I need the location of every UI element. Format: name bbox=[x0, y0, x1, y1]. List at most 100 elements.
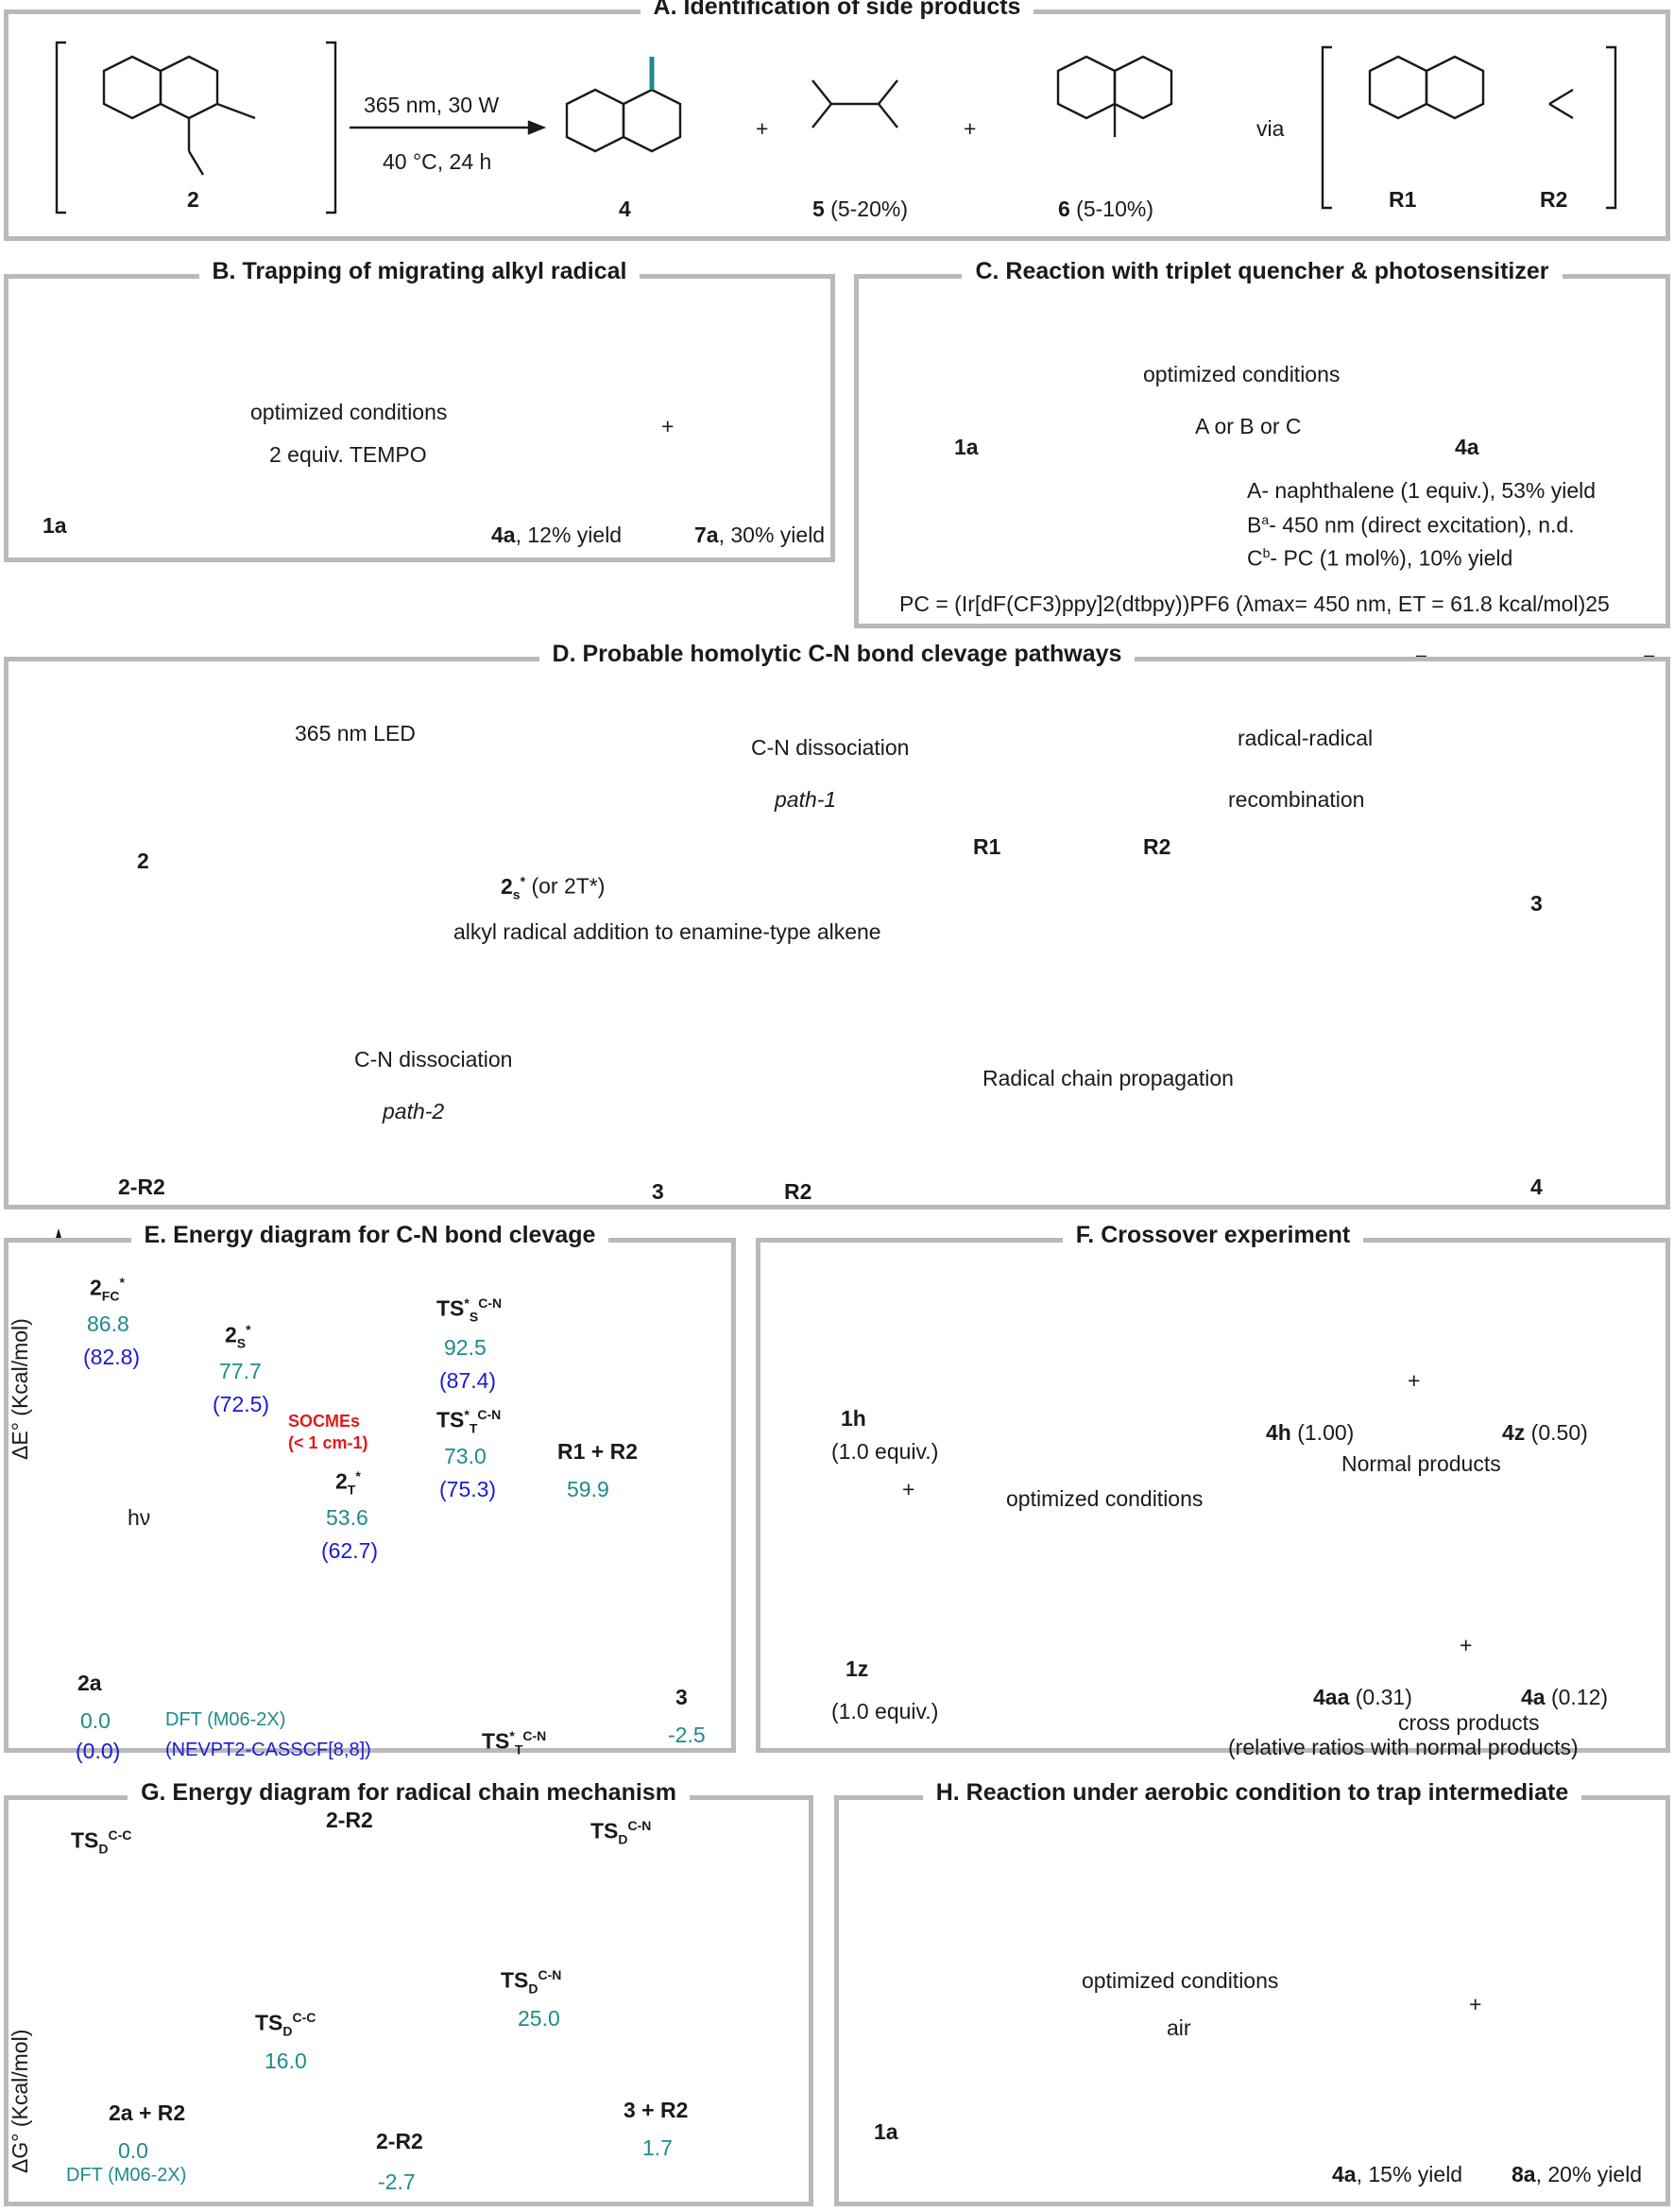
d-label-3b: 3 bbox=[652, 1179, 664, 1204]
g-lv3-label: TSDC-N bbox=[501, 1967, 562, 1997]
d-label-3: 3 bbox=[1530, 891, 1543, 916]
c-label-4a: 4a bbox=[1455, 435, 1479, 459]
c-cond1: optimized conditions bbox=[1143, 362, 1341, 386]
g-ts-cn-struct: TSDC-N bbox=[590, 1818, 652, 1847]
panel-h: H. Reaction under aerobic condition to t… bbox=[834, 1779, 1670, 2206]
panel-d: D. Probable homolytic C-N bond clevage p… bbox=[4, 641, 1670, 1209]
c-line-a: A- naphthalene (1 equiv.), 53% yield bbox=[1247, 478, 1597, 503]
e-lv7-label: 3 bbox=[675, 1685, 688, 1709]
a-plus-1: + bbox=[756, 116, 769, 141]
f-label-1z: 1z bbox=[846, 1656, 869, 1681]
e-lv2-nev: (87.4) bbox=[439, 1368, 497, 1393]
e-lv0-label: 2FC* bbox=[90, 1275, 125, 1304]
e-hv: hν bbox=[128, 1505, 151, 1530]
e-lv1-label: 2S* bbox=[225, 1322, 251, 1351]
f-plus2: + bbox=[1408, 1368, 1421, 1393]
f-eq1: (1.0 equiv.) bbox=[831, 1439, 939, 1464]
f-plus3: + bbox=[1460, 1633, 1473, 1657]
c-line-c: Cb- PC (1 mol%), 10% yield bbox=[1247, 545, 1513, 571]
d-label-r1: R1 bbox=[973, 834, 1001, 859]
panel-a: A. Identification of side products bbox=[4, 0, 1670, 241]
d-cn1: C-N dissociation bbox=[751, 735, 910, 760]
panel-b-title: B. Trapping of migrating alkyl radical bbox=[198, 258, 641, 284]
panel-c: C. Reaction with triplet quencher & phot… bbox=[854, 258, 1670, 628]
b-plus: + bbox=[661, 414, 675, 438]
e-lv5-label: R1 + R2 bbox=[557, 1439, 639, 1464]
e-lv5-dft: 59.9 bbox=[567, 1477, 609, 1501]
d-rr1: radical-radical bbox=[1238, 726, 1374, 750]
a-label-5: 5 (5-20%) bbox=[812, 197, 908, 221]
f-cross1: cross products bbox=[1398, 1710, 1540, 1735]
e-lv7-dft: -2.5 bbox=[668, 1723, 706, 1747]
d-rr2: recombination bbox=[1228, 787, 1365, 812]
e-lv2-label: TS*SC-N bbox=[436, 1295, 503, 1325]
e-lv2-dft: 92.5 bbox=[444, 1335, 487, 1360]
f-normal: Normal products bbox=[1341, 1451, 1501, 1476]
panel-c-title: C. Reaction with triplet quencher & phot… bbox=[962, 258, 1563, 284]
h-product-4a: 4a, 15% yield bbox=[1332, 2162, 1463, 2186]
panel-e: E. Energy diagram for C-N bond clevage bbox=[4, 1222, 736, 1753]
f-4a: 4a (0.12) bbox=[1521, 1685, 1609, 1709]
g-yaxis: ΔG° (Kcal/mol) bbox=[8, 2029, 32, 2173]
d-label-2r2: 2-R2 bbox=[118, 1175, 165, 1199]
f-label-1h: 1h bbox=[841, 1406, 866, 1431]
d-cn2: C-N dissociation bbox=[354, 1047, 513, 1072]
e-socme2: (< 1 cm-1) bbox=[288, 1433, 368, 1452]
g-lv0-val: 0.0 bbox=[118, 2138, 148, 2163]
c-label-1a: 1a bbox=[954, 435, 979, 459]
e-lv3-nev: (75.3) bbox=[439, 1477, 497, 1501]
a-label-r1: R1 bbox=[1389, 187, 1417, 212]
h-cond1: optimized conditions bbox=[1082, 1968, 1279, 1993]
g-lv0-label: 2a + R2 bbox=[109, 2101, 186, 2125]
e-lv0-dft: 86.8 bbox=[87, 1312, 129, 1336]
panel-f-title: F. Crossover experiment bbox=[1062, 1222, 1364, 1248]
g-2r2-struct: 2-R2 bbox=[326, 1808, 373, 1832]
b-product-4a: 4a, 12% yield bbox=[491, 523, 623, 547]
e-lv6-nev: (0.0) bbox=[76, 1739, 121, 1763]
g-lv4-val: 1.7 bbox=[642, 2135, 673, 2160]
b-cond1: optimized conditions bbox=[250, 400, 448, 424]
e-nev-label: (NEVPT2-CASSCF[8,8]) bbox=[165, 1740, 371, 1760]
b-label-1a: 1a bbox=[43, 513, 67, 538]
g-lv1-label: TSDC-C bbox=[255, 2010, 316, 2039]
a-via: via bbox=[1256, 116, 1285, 141]
g-dft: DFT (M06-2X) bbox=[66, 2165, 187, 2186]
a-label-2: 2 bbox=[187, 187, 199, 212]
c-pc: PC = (Ir[dF(CF3)ppy]2(dtbpy))PF6 (λmax= … bbox=[899, 592, 1610, 616]
b-product-7a: 7a, 30% yield bbox=[694, 523, 826, 547]
d-label-2: 2 bbox=[137, 849, 149, 873]
d-label-2s: 2s* (or 2T*) bbox=[501, 873, 606, 902]
c-cond2: A or B or C bbox=[1195, 414, 1302, 438]
e-lv4-dft: 53.6 bbox=[326, 1505, 368, 1530]
panel-f: F. Crossover experiment bbox=[756, 1222, 1670, 1753]
f-plus: + bbox=[902, 1477, 915, 1501]
ring-2a bbox=[102, 55, 162, 120]
g-lv2-val: -2.7 bbox=[378, 2169, 416, 2194]
a-label-r2: R2 bbox=[1540, 187, 1568, 212]
h-plus: + bbox=[1469, 1992, 1482, 2016]
a-cond2: 40 °C, 24 h bbox=[383, 149, 492, 174]
e-lv6-dft: 0.0 bbox=[80, 1708, 111, 1733]
e-lv3-dft: 73.0 bbox=[444, 1444, 487, 1468]
f-4z: 4z (0.50) bbox=[1502, 1420, 1588, 1445]
h-product-8a: 8a, 20% yield bbox=[1512, 2162, 1643, 2186]
e-lv6-label: 2a bbox=[77, 1671, 102, 1695]
panel-g-title: G. Energy diagram for radical chain mech… bbox=[128, 1779, 690, 1806]
e-lv1-dft: 77.7 bbox=[219, 1359, 262, 1383]
e-lv1-nev: (72.5) bbox=[213, 1392, 270, 1416]
panel-a-title: A. Identification of side products bbox=[640, 0, 1034, 20]
e-lv3-label: TS*TC-N bbox=[436, 1407, 502, 1436]
f-cross2: (relative ratios with normal products) bbox=[1228, 1735, 1579, 1759]
panel-e-title: E. Energy diagram for C-N bond clevage bbox=[130, 1222, 609, 1248]
c-line-b: Ba- 450 nm (direct excitation), n.d. bbox=[1247, 512, 1575, 538]
d-label-r2b: R2 bbox=[784, 1179, 812, 1204]
b-cond2: 2 equiv. TEMPO bbox=[269, 442, 427, 467]
e-lv4-nev: (62.7) bbox=[321, 1538, 379, 1563]
g-lv1-val: 16.0 bbox=[265, 2049, 307, 2073]
e-dft-label: DFT (M06-2X) bbox=[165, 1709, 286, 1730]
d-led: 365 nm LED bbox=[295, 721, 416, 746]
e-lv4-label: 2T* bbox=[335, 1468, 361, 1498]
panel-g: G. Energy diagram for radical chain mech… bbox=[4, 1779, 813, 2206]
a-cond1: 365 nm, 30 W bbox=[364, 93, 500, 117]
g-lv4-label: 3 + R2 bbox=[623, 2098, 689, 2122]
